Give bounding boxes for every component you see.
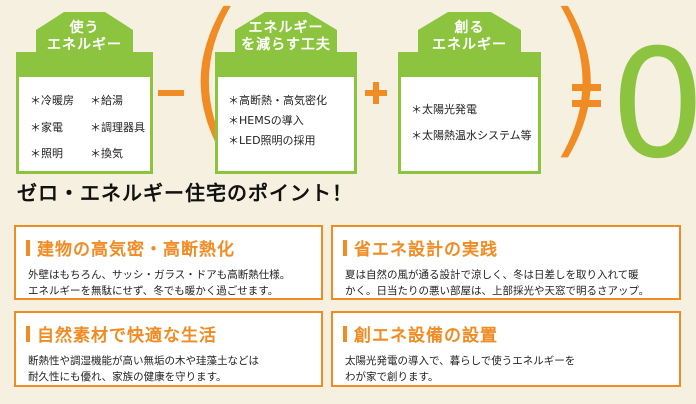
house-item-list: ＊高断熱・高気密化 ＊HEMSの導入 ＊LED照明の採用 xyxy=(215,77,357,174)
title-bar xyxy=(343,239,347,256)
result-zero: 0 xyxy=(610,18,696,192)
list-item: ＊LED照明の採用 xyxy=(228,134,316,147)
card-text: 夏は自然の風が通る設計で涼しく、冬は日差しを取り入れて暖 かく。日当たりの悪い部… xyxy=(345,269,650,297)
house-title: エネルギー を減らす工夫 xyxy=(241,20,331,53)
title-bar xyxy=(343,325,347,342)
house-item-list: ＊冷暖房 ＊給湯 ＊家電 ＊調理器具 ＊照明 ＊換気 xyxy=(16,77,153,174)
list-item: ＊冷暖房 xyxy=(30,94,74,107)
list-item: ＊太陽熱温水システム等 xyxy=(411,129,532,142)
card-title: 自然素材で快適な生活 xyxy=(26,321,217,346)
list-item: ＊家電 xyxy=(30,120,63,134)
house-title: 創る エネルギー xyxy=(432,20,507,53)
card-text: 断熱性や調湿機能が高い無垢の木や珪藻土などは 耐久性にも優れ、家族の健康を守りま… xyxy=(28,355,259,383)
plus-sign xyxy=(365,82,387,104)
use-energy-house: 使う エネルギー ＊冷暖房 ＊給湯 ＊家電 ＊調理器具 ＊照明 ＊換気 xyxy=(16,12,153,174)
title-bar xyxy=(26,325,30,342)
point-card: 建物の高気密・高断熱化 外壁はもちろん、サッシ・ガラス・ドアも高断熱仕様。 エネ… xyxy=(14,225,323,300)
card-text: 外壁はもちろん、サッシ・ガラス・ドアも高断熱仕様。 エネルギーを無駄にせず、冬で… xyxy=(28,269,291,297)
page-title: ゼロ・エネルギー住宅のポイント！ xyxy=(17,181,353,205)
reduce-energy-house: エネルギー を減らす工夫 ＊高断熱・高気密化 ＊HEMSの導入 ＊LED照明の採… xyxy=(215,12,357,174)
list-item: ＊調理器具 xyxy=(90,120,145,134)
house-title: 使う エネルギー xyxy=(47,20,122,53)
list-item: ＊照明 xyxy=(30,147,63,161)
house-roof-icon xyxy=(398,12,541,78)
point-card: 自然素材で快適な生活 断熱性や調湿機能が高い無垢の木や珪藻土などは 耐久性にも優… xyxy=(14,311,323,387)
point-card: 創エネ設備の設置 太陽光発電の導入で、暮らしで使うエネルギーを わが家で創ります… xyxy=(331,311,681,387)
equals-sign xyxy=(572,84,601,110)
card-text: 太陽光発電の導入で、暮らしで使うエネルギーを わが家で創ります。 xyxy=(345,355,576,383)
list-item: ＊換気 xyxy=(90,147,123,161)
house-roof-icon xyxy=(215,12,357,78)
card-title: 省エネ設計の実践 xyxy=(343,235,498,260)
card-title: 創エネ設備の設置 xyxy=(343,321,498,346)
list-item: ＊給湯 xyxy=(90,94,123,107)
close-parenthesis: ) xyxy=(542,0,609,176)
list-item: ＊HEMSの導入 xyxy=(228,114,304,127)
house-roof-icon xyxy=(16,12,153,78)
title-bar xyxy=(26,239,30,256)
minus-sign xyxy=(158,90,184,96)
point-card: 省エネ設計の実践 夏は自然の風が通る設計で涼しく、冬は日差しを取り入れて暖 かく… xyxy=(331,225,681,300)
house-item-list: ＊太陽光発電 ＊太陽熱温水システム等 xyxy=(398,77,541,174)
create-energy-house: 創る エネルギー ＊太陽光発電 ＊太陽熱温水システム等 xyxy=(398,12,541,174)
list-item: ＊高断熱・高気密化 xyxy=(228,94,327,107)
card-title: 建物の高気密・高断熱化 xyxy=(26,235,235,260)
list-item: ＊太陽光発電 xyxy=(411,103,477,116)
